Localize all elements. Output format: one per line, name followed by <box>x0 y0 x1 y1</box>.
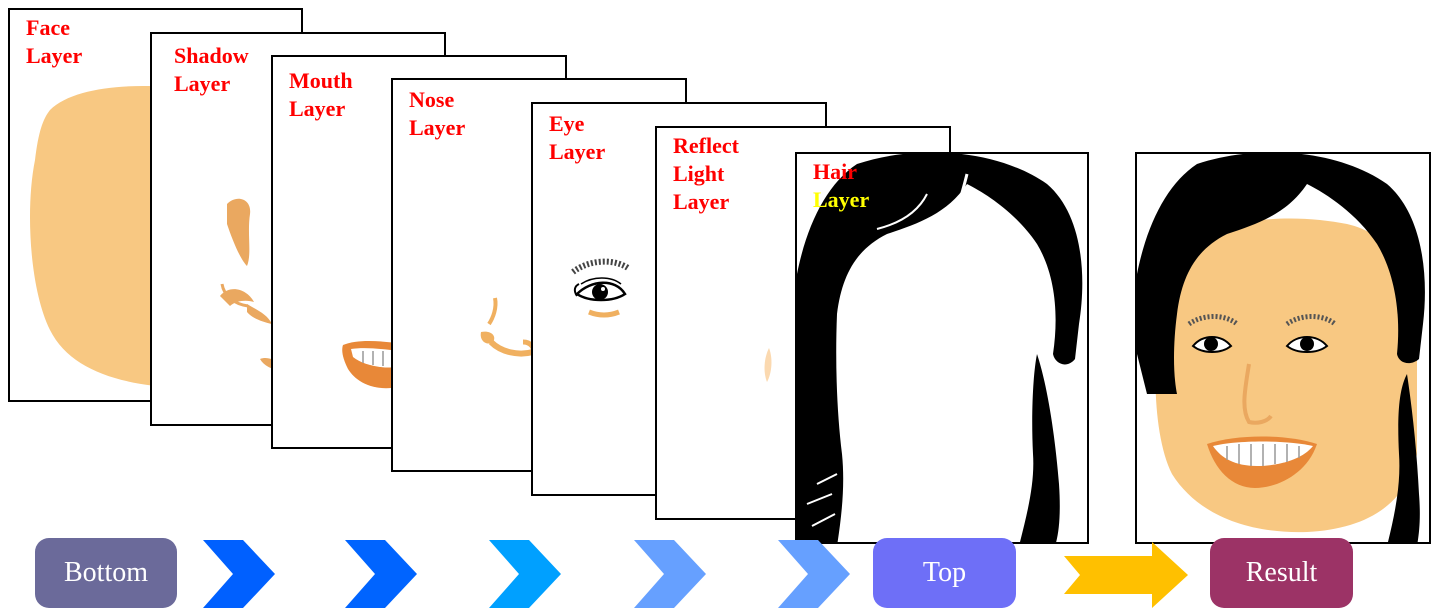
chevron-arrow-icon <box>778 540 850 608</box>
chevron-arrow-icon <box>203 540 275 608</box>
result-label: Result <box>1245 557 1318 588</box>
eye-layer-illustration <box>571 258 630 318</box>
chevron-arrow-icon <box>634 540 706 608</box>
hair-layer-illustration <box>797 154 1083 542</box>
chevron-arrow-icon <box>345 540 417 608</box>
result-card <box>1135 152 1431 544</box>
reflect-light-layer-illustration <box>764 348 772 382</box>
result-illustration <box>1137 154 1425 542</box>
top-label-pill: Top <box>873 538 1016 608</box>
chevron-arrow-icon <box>489 540 561 608</box>
bottom-label-pill: Bottom <box>35 538 177 608</box>
result-arrow-icon <box>1064 542 1188 608</box>
top-label: Top <box>922 557 967 588</box>
bottom-label: Bottom <box>63 557 148 588</box>
result-label-pill: Result <box>1210 538 1353 608</box>
mouth-layer-illustration <box>342 341 398 389</box>
